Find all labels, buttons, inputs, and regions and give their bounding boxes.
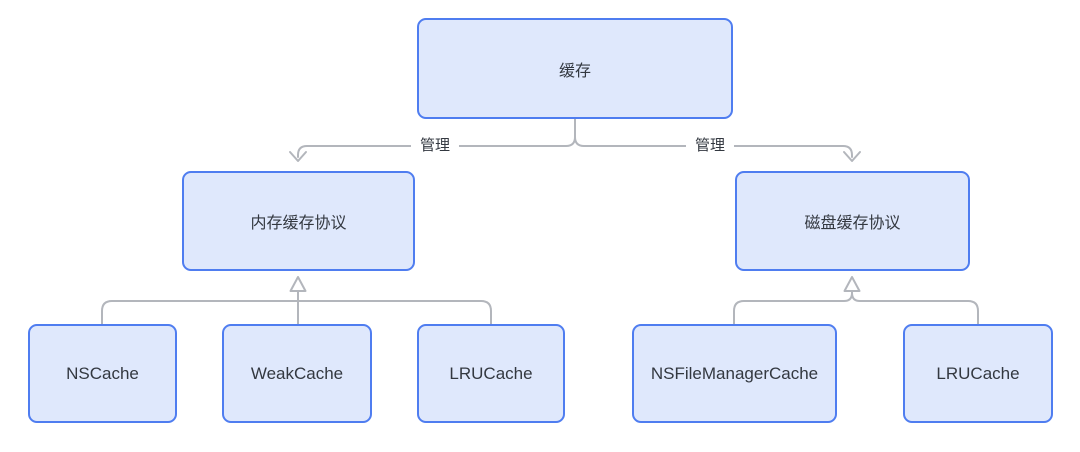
node-nsfilemanagercache: NSFileManagerCache bbox=[632, 324, 837, 423]
node-weakcache: WeakCache bbox=[222, 324, 372, 423]
arrowhead-triangle-up-memory-icon bbox=[289, 276, 307, 292]
node-lrucache-memory: LRUCache bbox=[417, 324, 565, 423]
arrowhead-down-left-icon bbox=[289, 151, 307, 162]
node-cache-root: 缓存 bbox=[417, 18, 733, 119]
node-disk-cache-protocol: 磁盘缓存协议 bbox=[735, 171, 970, 271]
node-lrucache-disk: LRUCache bbox=[903, 324, 1053, 423]
connector-disk-child-right bbox=[851, 292, 979, 325]
connector-root-to-disk-protocol bbox=[574, 136, 853, 158]
edge-label-manage-right: 管理 bbox=[685, 136, 735, 156]
node-memory-cache-protocol: 内存缓存协议 bbox=[182, 171, 415, 271]
connector-memory-children-rail bbox=[101, 300, 492, 325]
arrowhead-down-right-icon bbox=[843, 151, 861, 162]
connector-disk-child-left bbox=[733, 290, 853, 325]
edge-label-manage-left: 管理 bbox=[410, 136, 460, 156]
arrowhead-triangle-up-disk-icon bbox=[843, 276, 861, 292]
node-nscache: NSCache bbox=[28, 324, 177, 423]
